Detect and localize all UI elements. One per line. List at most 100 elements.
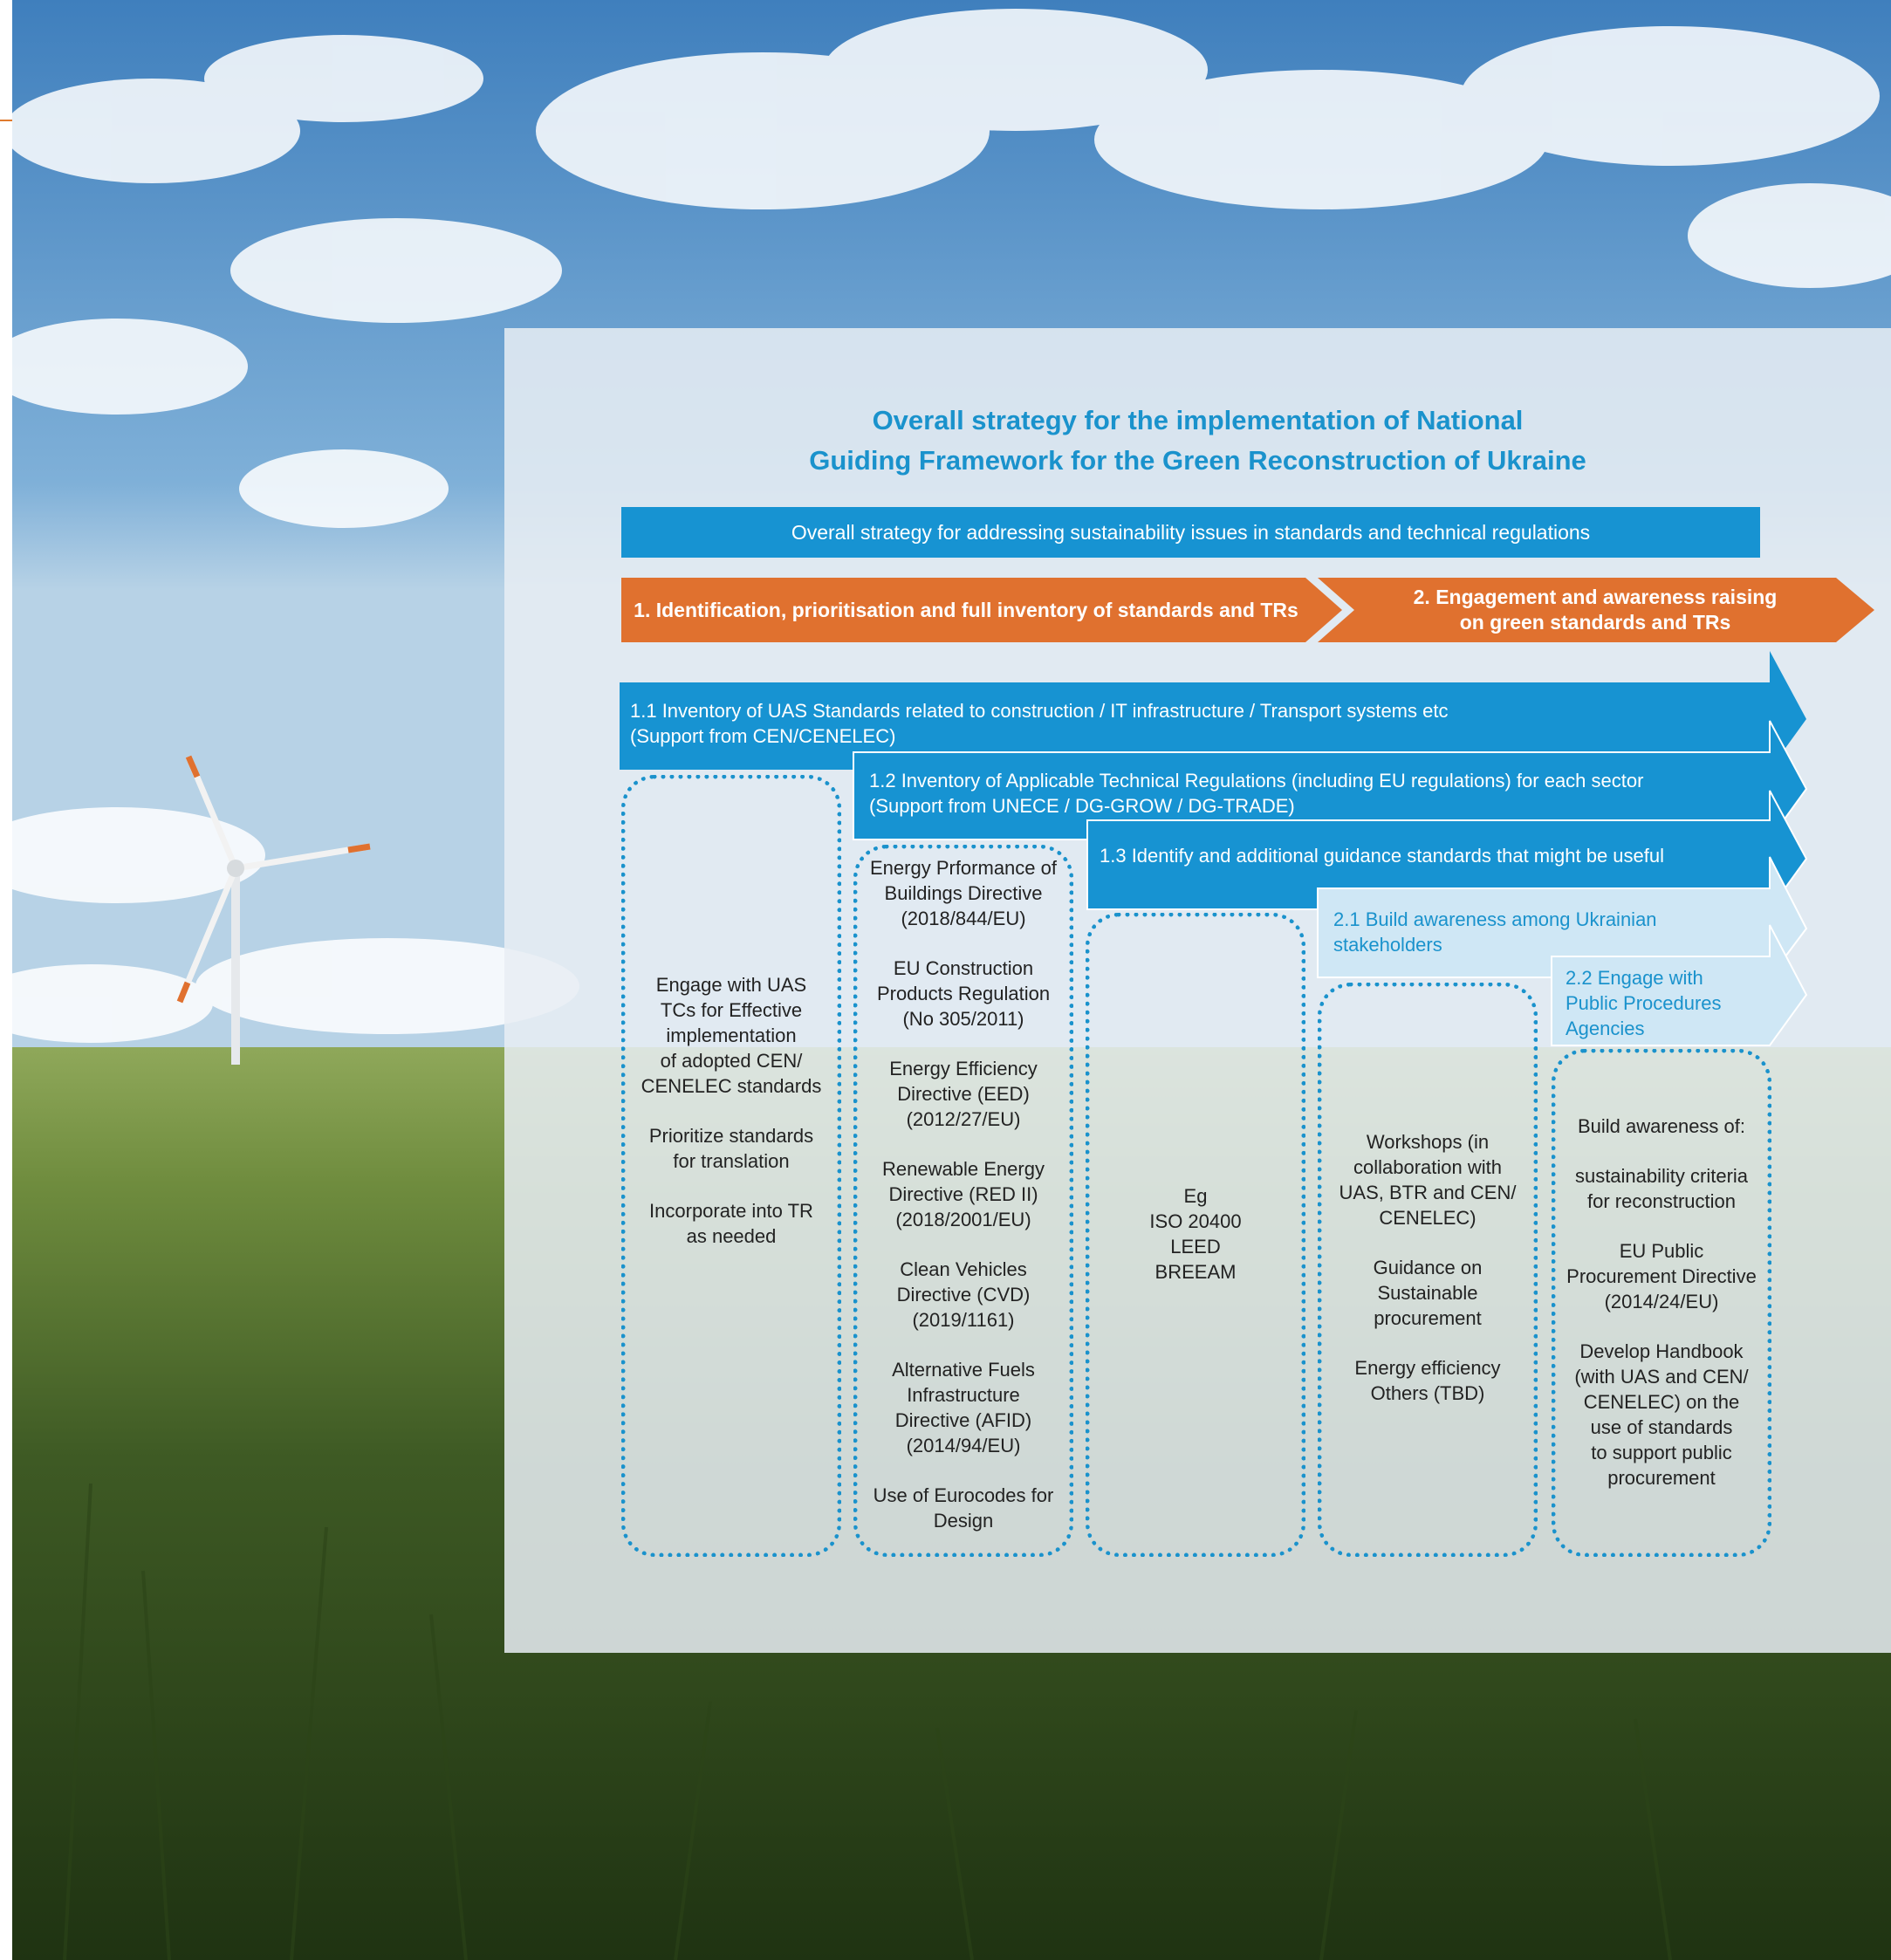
column-item-line: EU Construction	[893, 957, 1034, 979]
column-item-line: ISO 20400	[1149, 1210, 1242, 1232]
column-item-line: Alternative Fuels	[892, 1359, 1035, 1381]
step-1-3-text: 1.3 Identify and additional guidance sta…	[1100, 843, 1664, 868]
strategy-banner: Overall strategy for addressing sustaina…	[621, 507, 1760, 558]
column-item-line: (with UAS and CEN/	[1574, 1366, 1749, 1388]
column-item-line: use of standards	[1590, 1416, 1733, 1438]
step-1-1-line-1: 1.1 Inventory of UAS Standards related t…	[630, 700, 1449, 722]
step-arrows	[620, 651, 1808, 1046]
column-3-box	[1086, 913, 1305, 1557]
column-item-line: Prioritize standards	[648, 1125, 814, 1147]
column-item-line: Others (TBD)	[1370, 1382, 1485, 1404]
column-item-line: Guidance on	[1373, 1257, 1483, 1278]
phase-1-label: 1. Identification, prioritisation and fu…	[634, 598, 1298, 621]
step-1-2-line-1: 1.2 Inventory of Applicable Technical Re…	[869, 770, 1644, 792]
column-item: Engage with UAS TCs for Effective implemen…	[621, 972, 841, 1099]
step-2-1-line-1: 2.1 Build awareness among Ukrainian	[1333, 908, 1657, 930]
step-2-2-text: 2.2 Engage with Public Procedures Agenci…	[1566, 965, 1722, 1041]
column-item-line: CENELEC) on the	[1583, 1391, 1740, 1413]
accent-line	[0, 120, 12, 121]
column-item: Develop Handbook (with UAS and CEN/CENELE…	[1552, 1339, 1771, 1491]
step-2-2-arrow	[1551, 924, 1808, 1046]
column-item-line: Energy efficiency	[1354, 1357, 1501, 1379]
column-2-items: Energy Prformance of Buildings Directive (…	[853, 855, 1073, 1533]
column-item-line: (2012/27/EU)	[906, 1108, 1021, 1130]
step-1-3-arrow	[1086, 790, 1808, 910]
step-2-1-arrow	[1317, 856, 1808, 978]
step-2-1-text: 2.1 Build awareness among Ukrainian stak…	[1333, 907, 1657, 957]
column-item-line: (2014/94/EU)	[906, 1435, 1021, 1456]
column-item-line: (2014/24/EU)	[1604, 1291, 1719, 1312]
column-item-line: Engage with UAS	[655, 974, 807, 996]
column-item-line: CENELEC standards	[641, 1075, 822, 1097]
column-item-line: procurement	[1374, 1307, 1482, 1329]
step-2-2-line-2: Public Procedures	[1566, 992, 1722, 1014]
column-item-line: EU Public	[1619, 1240, 1704, 1262]
column-item-line: Sustainable	[1377, 1282, 1478, 1304]
diagram-title: Overall strategy for the implementation …	[504, 401, 1891, 481]
column-5-box	[1552, 1049, 1771, 1557]
column-item-line: Buildings Directive	[884, 882, 1043, 904]
column-2-box	[853, 845, 1073, 1557]
column-item-line: Eg	[1183, 1185, 1208, 1207]
column-item-line: Procurement Directive	[1566, 1265, 1757, 1287]
column-item-line: Directive (AFID)	[894, 1409, 1032, 1431]
column-item: Build awareness of:	[1552, 1114, 1771, 1139]
column-item-line: (2018/2001/EU)	[895, 1209, 1031, 1230]
column-item-line: Incorporate into TR	[649, 1200, 813, 1222]
column-item-line: BREEAM	[1154, 1261, 1237, 1283]
column-item-line: Develop Handbook	[1579, 1340, 1744, 1362]
column-item-line: TCs for Effective	[660, 999, 803, 1021]
column-item-line: (No 305/2011)	[902, 1008, 1024, 1030]
step-2-2-line-3: Agencies	[1566, 1018, 1645, 1039]
phase-2-label-box: 2. Engagement and awareness raising on g…	[1351, 578, 1840, 642]
column-item-line: Clean Vehicles	[900, 1258, 1027, 1280]
column-item-line: implementation	[666, 1025, 797, 1046]
column-item-line: for reconstruction	[1587, 1190, 1736, 1212]
column-item-line: CENELEC)	[1379, 1207, 1476, 1229]
column-item-line: UAS, BTR and CEN/	[1339, 1182, 1517, 1203]
phase-2-label-line-2: on green standards and TRs	[1459, 611, 1731, 634]
column-item-line: Use of Eurocodes for	[873, 1484, 1054, 1506]
phase-1-label-box: 1. Identification, prioritisation and fu…	[621, 578, 1311, 642]
step-2-1-line-2: stakeholders	[1333, 934, 1442, 956]
phase-2-chevron	[1318, 578, 1874, 642]
column-item-line: Build awareness of:	[1578, 1115, 1745, 1137]
column-item-line: Renewable Energy	[882, 1158, 1045, 1180]
step-2-2-line-1: 2.2 Engage with	[1566, 967, 1703, 989]
step-1-1-text: 1.1 Inventory of UAS Standards related t…	[630, 698, 1448, 749]
step-1-1-line-2: (Support from CEN/CENELEC)	[630, 725, 896, 747]
column-5-items: Build awareness of: sustainability criter…	[1552, 1114, 1771, 1491]
column-item-line: Design	[933, 1510, 994, 1532]
column-item-line: (2018/844/EU)	[901, 908, 1026, 929]
strategy-banner-label: Overall strategy for addressing sustaina…	[791, 520, 1591, 544]
column-item-line: Directive (RED II)	[888, 1183, 1038, 1205]
step-1-1-arrow	[620, 651, 1806, 770]
column-item-line: Energy Prformance of	[870, 857, 1057, 879]
phase-2-label-line-1: 2. Engagement and awareness raising	[1413, 586, 1778, 608]
column-item-line: Products Regulation	[876, 983, 1051, 1004]
column-item-line: procurement	[1607, 1467, 1716, 1489]
column-4-box	[1318, 983, 1538, 1557]
column-item-line: LEED	[1170, 1236, 1221, 1258]
column-item-line: for translation	[673, 1150, 790, 1172]
phase-1-chevron	[621, 578, 1342, 642]
step-1-2-line-2: (Support from UNECE / DG-GROW / DG-TRADE…	[869, 795, 1295, 817]
title-line-1: Overall strategy for the implementation …	[872, 405, 1524, 435]
strategy-diagram-panel: Overall strategy for the implementation …	[504, 328, 1891, 1653]
column-item: Energy Prformance of Buildings Directive (…	[853, 855, 1073, 931]
column-item-line: Energy Efficiency	[889, 1058, 1038, 1079]
column-item-line: collaboration with	[1353, 1156, 1502, 1178]
column-item-line: of adopted CEN/	[660, 1050, 803, 1072]
